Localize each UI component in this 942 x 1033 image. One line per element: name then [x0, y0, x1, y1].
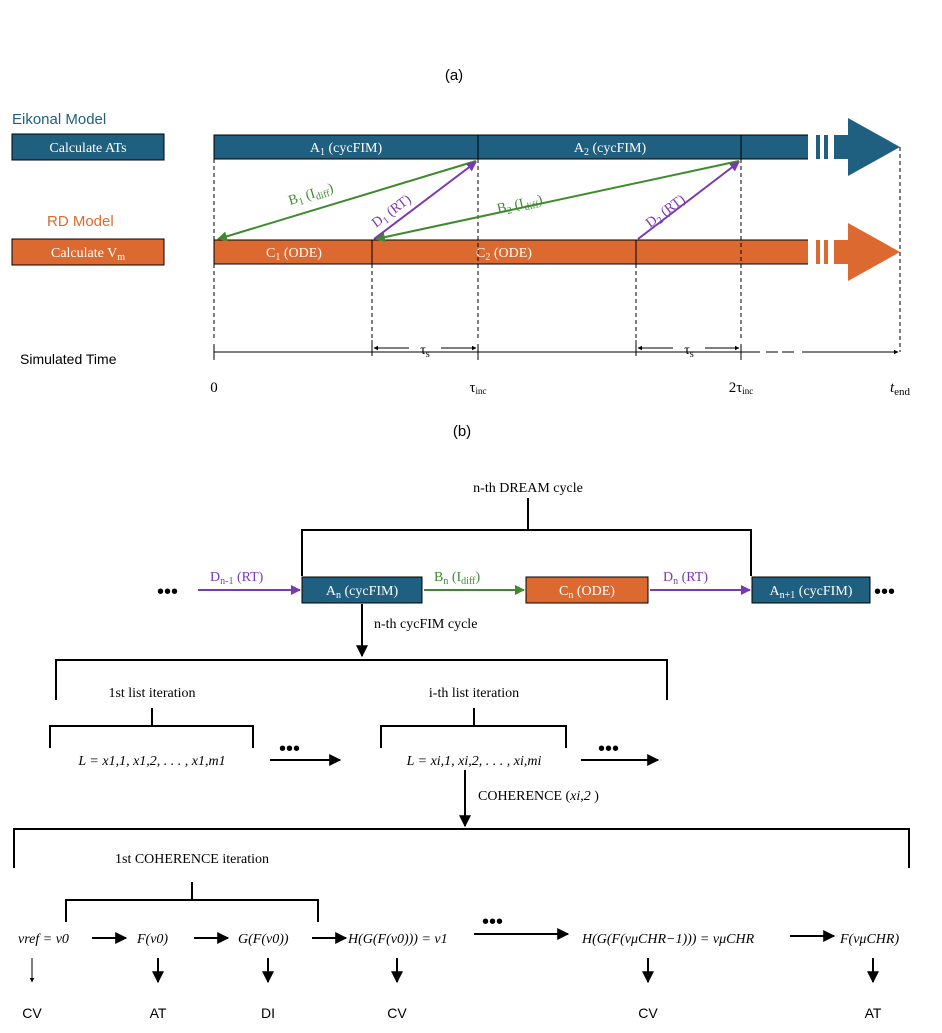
- tick-two-tinc: 2τinc: [729, 380, 754, 396]
- eikonal-model-title: Eikonal Model: [12, 111, 106, 128]
- list1-expression: L = x1,1, x1,2, . . . , x1,m1: [77, 754, 225, 769]
- dream-cycle-label: n-th DREAM cycle: [473, 481, 583, 496]
- edge-dn1-label: Dn-1 (RT): [210, 570, 264, 587]
- expr-h0: H(G(F(v0))) = v1: [347, 932, 448, 947]
- listi-bracket: [380, 708, 567, 748]
- coherence-label: COHERENCE (xi,2 ): [478, 789, 599, 804]
- arrow-d2: [637, 161, 740, 240]
- rd-timeline: C1 (ODE) C2 (ODE): [213, 223, 900, 281]
- panel-b: (b) n-th DREAM cycle ••• Dn-1 (RT) An (c…: [13, 423, 910, 1021]
- arrow-b2: [375, 160, 740, 242]
- block-a1: A1 (cycFIM): [310, 141, 383, 158]
- edge-dn-label: Dn (RT): [663, 570, 708, 587]
- expr-f0: F(v0): [136, 932, 168, 947]
- output-label-2: AT: [150, 1005, 167, 1021]
- listi-label: i-th list iteration: [429, 686, 519, 701]
- simulated-time-label: Simulated Time: [20, 351, 117, 367]
- output-label-5: CV: [638, 1005, 658, 1021]
- node-cn: [525, 576, 649, 604]
- node-an1-label: An+1 (cycFIM): [770, 584, 853, 601]
- listi-expression: L = xi,1, xi,2, . . . , xi,mi: [406, 754, 542, 769]
- list1-bracket: [49, 708, 254, 748]
- label-b2: B2 (Idiff): [496, 193, 545, 219]
- ellipsis-listi: •••: [598, 738, 619, 760]
- expr-g0: G(F(v0)): [238, 932, 289, 947]
- coherence-bracket: [13, 828, 910, 868]
- list1-label: 1st list iteration: [108, 686, 195, 701]
- label-d2: D2 (RT): [643, 192, 689, 232]
- tau-s-label-2: τs: [684, 343, 694, 360]
- block-a2: A2 (cycFIM): [574, 141, 647, 158]
- cycfim-cycle-label: n-th cycFIM cycle: [374, 617, 477, 632]
- arrow-b1: [217, 160, 477, 242]
- block-c2: C2 (ODE): [476, 246, 532, 263]
- tau-s-label-1: τs: [420, 343, 430, 360]
- cycfim-bracket: [55, 659, 668, 700]
- ellipsis-right: •••: [874, 581, 895, 603]
- tick-zero: 0: [210, 380, 218, 396]
- tick-tend: tend: [890, 380, 911, 398]
- rd-box: [11, 238, 165, 266]
- coh-iter-label: 1st COHERENCE iteration: [115, 852, 269, 867]
- label-b1: B1 (Idiff): [287, 181, 336, 210]
- output-label-3: DI: [261, 1005, 275, 1021]
- edge-bn-label: Bn (Idiff): [434, 570, 480, 587]
- output-label-6: AT: [865, 1005, 882, 1021]
- panel-b-label: (b): [453, 423, 471, 440]
- output-label-1: CV: [22, 1005, 42, 1021]
- tick-tinc: τinc: [469, 380, 486, 396]
- node-an-label: An (cycFIM): [326, 584, 399, 601]
- node-cn-label: Cn (ODE): [559, 584, 615, 601]
- node-an: [301, 576, 423, 604]
- rd-box-label: Calculate Vm: [51, 246, 125, 263]
- arrow-d1: [373, 161, 477, 240]
- panel-a: (a) Eikonal Model Calculate ATs RD Model…: [11, 67, 911, 398]
- rd-model-title: RD Model: [47, 213, 114, 230]
- coh-iter-bracket: [65, 882, 319, 922]
- panel-a-label: (a): [445, 67, 463, 84]
- expr-hmu: H(G(F(vμCHR−1))) = vμCHR: [581, 932, 755, 947]
- node-an1: [751, 576, 871, 604]
- output-label-4: CV: [387, 1005, 407, 1021]
- ellipsis-chain: •••: [482, 911, 503, 933]
- eikonal-timeline: A1 (cycFIM) A2 (cycFIM): [213, 118, 900, 176]
- expr-vref: vref = v0: [18, 932, 69, 947]
- time-guides: [213, 147, 901, 352]
- eikonal-box-label: Calculate ATs: [49, 141, 126, 156]
- ellipsis-list1: •••: [279, 738, 300, 760]
- eikonal-box: [11, 133, 165, 161]
- block-c1: C1 (ODE): [266, 246, 322, 263]
- expr-fmu: F(vμCHR): [839, 932, 899, 947]
- ellipsis-left: •••: [157, 581, 178, 603]
- dream-cycle-bracket: [301, 498, 752, 576]
